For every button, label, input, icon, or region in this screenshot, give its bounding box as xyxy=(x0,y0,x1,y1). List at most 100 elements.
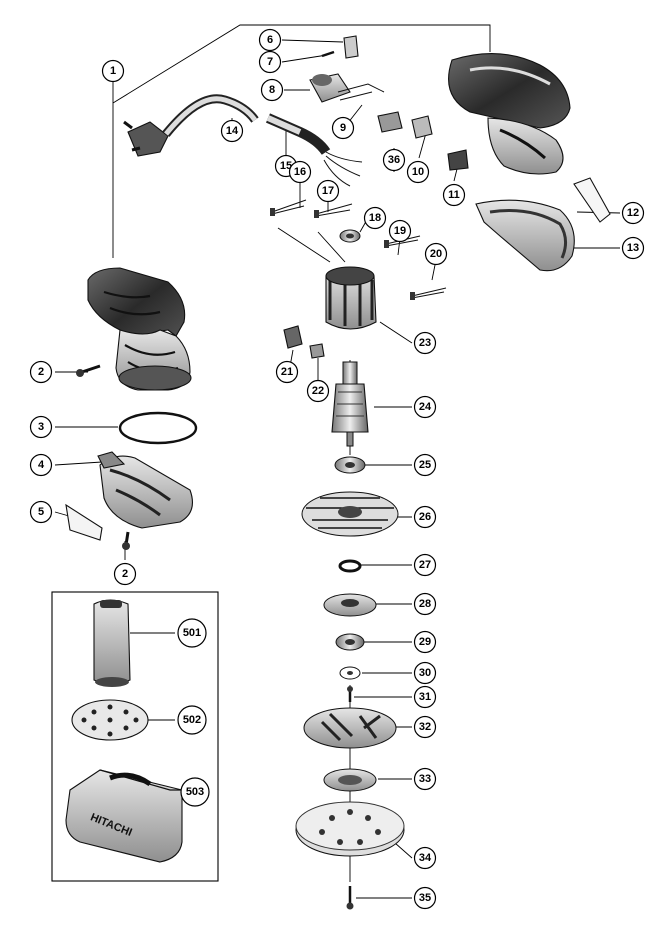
callout-11: 11 xyxy=(442,183,466,207)
callout-2: 2 xyxy=(29,360,53,384)
svg-text:31: 31 xyxy=(419,691,431,703)
svg-text:14: 14 xyxy=(226,125,239,137)
svg-text:24: 24 xyxy=(419,401,432,413)
part-bearing xyxy=(339,229,361,243)
callout-13: 13 xyxy=(621,236,645,260)
svg-text:23: 23 xyxy=(419,337,431,349)
callout-2: 2 xyxy=(113,562,137,586)
callout-27: 27 xyxy=(413,553,437,577)
callout-24: 24 xyxy=(413,395,437,419)
callout-36: 36 xyxy=(382,148,406,172)
svg-text:6: 6 xyxy=(267,34,273,46)
svg-text:35: 35 xyxy=(419,892,431,904)
svg-text:27: 27 xyxy=(419,559,431,571)
callout-9: 9 xyxy=(331,116,355,140)
part-armature xyxy=(331,361,369,447)
svg-text:28: 28 xyxy=(419,598,431,610)
callout-22: 22 xyxy=(306,379,330,403)
svg-text:10: 10 xyxy=(412,166,424,178)
part-dust-bag xyxy=(93,599,131,687)
callout-8: 8 xyxy=(260,78,284,102)
part-spacer xyxy=(339,666,361,680)
svg-text:12: 12 xyxy=(627,207,639,219)
part-brush-caps xyxy=(283,325,325,359)
part-power-cord xyxy=(123,94,363,187)
part-sanding-paper xyxy=(71,699,149,741)
callout-32: 32 xyxy=(413,715,437,739)
callout-503: 503 xyxy=(180,777,210,807)
part-rear-cover xyxy=(448,53,571,175)
part-label xyxy=(573,177,611,223)
svg-text:9: 9 xyxy=(340,122,346,134)
callout-3: 3 xyxy=(29,415,53,439)
svg-text:1: 1 xyxy=(110,65,116,77)
svg-text:4: 4 xyxy=(38,459,45,471)
callout-1: 1 xyxy=(101,59,125,83)
callout-25: 25 xyxy=(413,453,437,477)
part-bearing-lower xyxy=(335,633,365,651)
callout-501: 501 xyxy=(177,618,207,648)
callout-10: 10 xyxy=(406,160,430,184)
svg-text:29: 29 xyxy=(419,636,431,648)
callout-16: 16 xyxy=(288,160,312,184)
part-screw xyxy=(76,364,130,550)
callout-6: 6 xyxy=(258,28,282,52)
part-stator xyxy=(325,266,377,330)
callout-17: 17 xyxy=(316,179,340,203)
svg-text:3: 3 xyxy=(38,421,44,433)
part-fan xyxy=(301,491,399,537)
callout-34: 34 xyxy=(413,846,437,870)
svg-text:19: 19 xyxy=(394,225,406,237)
callout-19: 19 xyxy=(388,219,412,243)
callout-14: 14 xyxy=(220,119,244,143)
part-front-cover xyxy=(475,199,575,272)
part-dust-cover xyxy=(65,451,193,541)
svg-text:36: 36 xyxy=(388,154,400,166)
svg-text:32: 32 xyxy=(419,721,431,733)
callout-21: 21 xyxy=(275,360,299,384)
callout-33: 33 xyxy=(413,767,437,791)
svg-text:17: 17 xyxy=(322,185,334,197)
part-brake-ring xyxy=(323,768,377,792)
accessory-box xyxy=(51,591,219,882)
svg-text:30: 30 xyxy=(419,667,431,679)
callout-31: 31 xyxy=(413,685,437,709)
part-pad-screw xyxy=(346,886,354,910)
callout-18: 18 xyxy=(363,206,387,230)
part-housing xyxy=(87,267,192,391)
svg-text:15: 15 xyxy=(280,160,292,172)
callout-12: 12 xyxy=(621,201,645,225)
part-screw-small xyxy=(347,686,353,702)
svg-text:21: 21 xyxy=(281,366,293,378)
svg-text:16: 16 xyxy=(294,166,306,178)
callout-26: 26 xyxy=(413,505,437,529)
part-switch-components xyxy=(309,35,469,171)
part-pad-holder xyxy=(303,707,397,749)
svg-text:34: 34 xyxy=(419,852,432,864)
svg-text:13: 13 xyxy=(627,242,639,254)
svg-text:18: 18 xyxy=(369,212,381,224)
svg-text:501: 501 xyxy=(183,627,201,639)
svg-text:22: 22 xyxy=(312,385,324,397)
part-washer xyxy=(338,559,362,573)
svg-text:25: 25 xyxy=(419,459,431,471)
callouts: 1 2 2 3 4 5 6 7 8 9 10 11 12 13 14 15 16… xyxy=(29,28,645,910)
callout-28: 28 xyxy=(413,592,437,616)
callout-5: 5 xyxy=(29,500,53,524)
svg-text:26: 26 xyxy=(419,511,431,523)
svg-text:5: 5 xyxy=(38,506,44,518)
svg-text:20: 20 xyxy=(430,248,442,260)
svg-text:502: 502 xyxy=(183,714,201,726)
svg-text:2: 2 xyxy=(122,568,128,580)
callout-23: 23 xyxy=(413,331,437,355)
svg-text:8: 8 xyxy=(269,84,275,96)
callout-20: 20 xyxy=(424,242,448,266)
callout-7: 7 xyxy=(258,50,282,74)
svg-text:2: 2 xyxy=(38,366,44,378)
callout-4: 4 xyxy=(29,453,53,477)
svg-text:7: 7 xyxy=(267,56,273,68)
part-o-ring xyxy=(118,411,198,445)
part-ball-bearing xyxy=(334,456,366,474)
part-pad xyxy=(295,801,405,857)
